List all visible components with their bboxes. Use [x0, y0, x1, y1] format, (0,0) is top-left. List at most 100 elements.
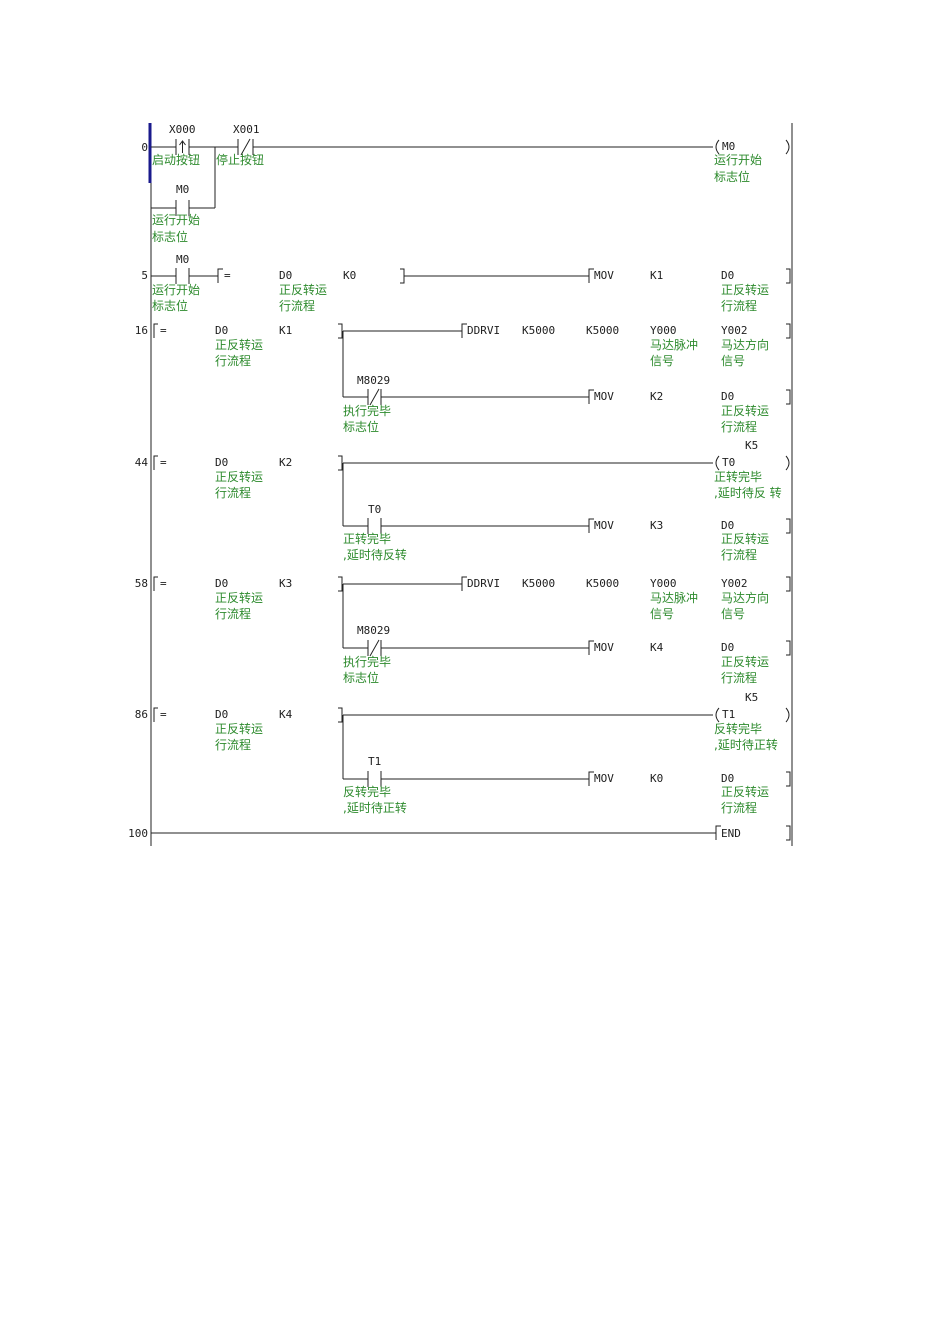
device-comment: 信号 — [650, 607, 675, 621]
device-comment: 行流程 — [721, 420, 758, 434]
contact-x001-nc — [237, 138, 254, 156]
contact-device-label: M0 — [176, 253, 190, 266]
contact-device-label: T0 — [368, 503, 382, 516]
operand-label: K0 — [650, 772, 664, 785]
timer-setpoint: K5 — [745, 439, 759, 452]
instruction-name: MOV — [594, 519, 614, 532]
operand-label: K5000 — [586, 577, 620, 590]
instruction-name: MOV — [594, 390, 614, 403]
operand-label: Y000 — [650, 324, 677, 337]
device-comment: 正反转运 — [215, 338, 264, 352]
end-close — [786, 825, 791, 841]
device-comment: 正反转运 — [215, 722, 264, 736]
compare-operator: = — [224, 269, 231, 282]
operand-label: D0 — [215, 456, 229, 469]
operand-label: Y002 — [721, 324, 748, 337]
contact-m0-no-rung0 — [175, 200, 190, 216]
device-comment: 行流程 — [279, 299, 316, 313]
timer-device-label: T0 — [722, 456, 736, 469]
device-comment: 行流程 — [215, 486, 252, 500]
step-number: 5 — [141, 269, 148, 282]
device-comment: 行流程 — [721, 801, 758, 815]
operand-label: K1 — [279, 324, 293, 337]
coil-m0-close — [785, 139, 790, 155]
operand-label: K4 — [279, 708, 293, 721]
step-number: 58 — [134, 577, 148, 590]
mov-close-rung44 — [786, 518, 791, 534]
device-comment: 正反转运 — [721, 655, 770, 669]
device-comment: 执行完毕 — [343, 655, 392, 669]
ddrvi-open-rung16 — [461, 323, 467, 338]
operand-label: K4 — [650, 641, 664, 654]
mov-open-rung5 — [588, 268, 594, 283]
contact-x000-rising — [175, 139, 190, 155]
device-comment: 反转完毕 — [343, 785, 392, 799]
rung-86-wires — [342, 714, 713, 780]
operand-label: K5000 — [586, 324, 620, 337]
rung-16-wires — [342, 330, 589, 398]
device-comment: 正反转运 — [721, 785, 770, 799]
mov-close-rung58 — [786, 640, 791, 656]
instruction-name: MOV — [594, 641, 614, 654]
contact-t0-no — [367, 518, 382, 534]
operand-label: K5000 — [522, 577, 556, 590]
device-comment: 行流程 — [215, 738, 252, 752]
instruction-name: END — [721, 827, 741, 840]
ddrvi-open-rung58 — [461, 576, 467, 591]
mov-open-rung16 — [588, 389, 594, 404]
device-comment: 运行开始 — [152, 213, 201, 227]
device-comment: 运行开始 — [152, 283, 201, 297]
contact-m0-no-rung5 — [175, 268, 190, 284]
contact-device-label: M8029 — [357, 374, 391, 387]
device-comment: ,延时待反 转 — [714, 486, 782, 500]
cmp-close-rung5 — [400, 268, 405, 284]
operand-label: K3 — [279, 577, 293, 590]
mov-close-rung86 — [786, 771, 791, 787]
cmp-open-rung86 — [153, 707, 158, 722]
device-comment: 正转完毕 — [343, 532, 392, 546]
device-comment: 标志位 — [343, 671, 380, 685]
device-comment: 马达脉冲 — [650, 591, 699, 605]
cmp-close-rung86 — [338, 707, 343, 723]
coil-t0 — [715, 455, 720, 471]
operand-label: D0 — [279, 269, 293, 282]
instr-close-rung16 — [786, 323, 791, 339]
operand-label: K0 — [343, 269, 357, 282]
device-comment: 信号 — [721, 354, 746, 368]
device-comment: 运行开始 — [714, 153, 763, 167]
device-comment: 正反转运 — [721, 283, 770, 297]
device-comment: 马达方向 — [721, 591, 770, 605]
mov-open-rung58 — [588, 640, 594, 655]
instruction-name: DDRVI — [467, 577, 501, 590]
device-comment: 标志位 — [343, 420, 380, 434]
operand-label: K2 — [650, 390, 664, 403]
contact-m8029-nc-rung58 — [367, 639, 382, 657]
operand-label: D0 — [215, 577, 229, 590]
mov-open-rung44 — [588, 518, 594, 533]
coil-device-label: M0 — [722, 140, 736, 153]
operand-label: D0 — [215, 324, 229, 337]
cmp-open-rung44 — [153, 455, 158, 470]
instruction-name: DDRVI — [467, 324, 501, 337]
compare-operator: = — [160, 456, 167, 469]
device-comment: 马达脉冲 — [650, 338, 699, 352]
device-comment: 马达方向 — [721, 338, 770, 352]
contact-device-label: M8029 — [357, 624, 391, 637]
device-comment: 信号 — [721, 607, 746, 621]
operand-label: D0 — [721, 772, 735, 785]
mov-open-rung86 — [588, 771, 594, 786]
contact-device-label: X000 — [169, 123, 196, 136]
coil-t1-close — [785, 707, 790, 723]
device-comment: 行流程 — [721, 299, 758, 313]
device-comment: 正反转运 — [721, 404, 770, 418]
step-number: 100 — [128, 827, 148, 840]
contact-device-label: X001 — [233, 123, 260, 136]
step-number: 44 — [134, 456, 148, 469]
instruction-name: MOV — [594, 269, 614, 282]
device-comment: 行流程 — [215, 354, 252, 368]
compare-operator: = — [160, 708, 167, 721]
contact-t1-no — [367, 771, 382, 787]
operand-label: K5000 — [522, 324, 556, 337]
operand-label: D0 — [721, 519, 735, 532]
operand-label: K1 — [650, 269, 664, 282]
